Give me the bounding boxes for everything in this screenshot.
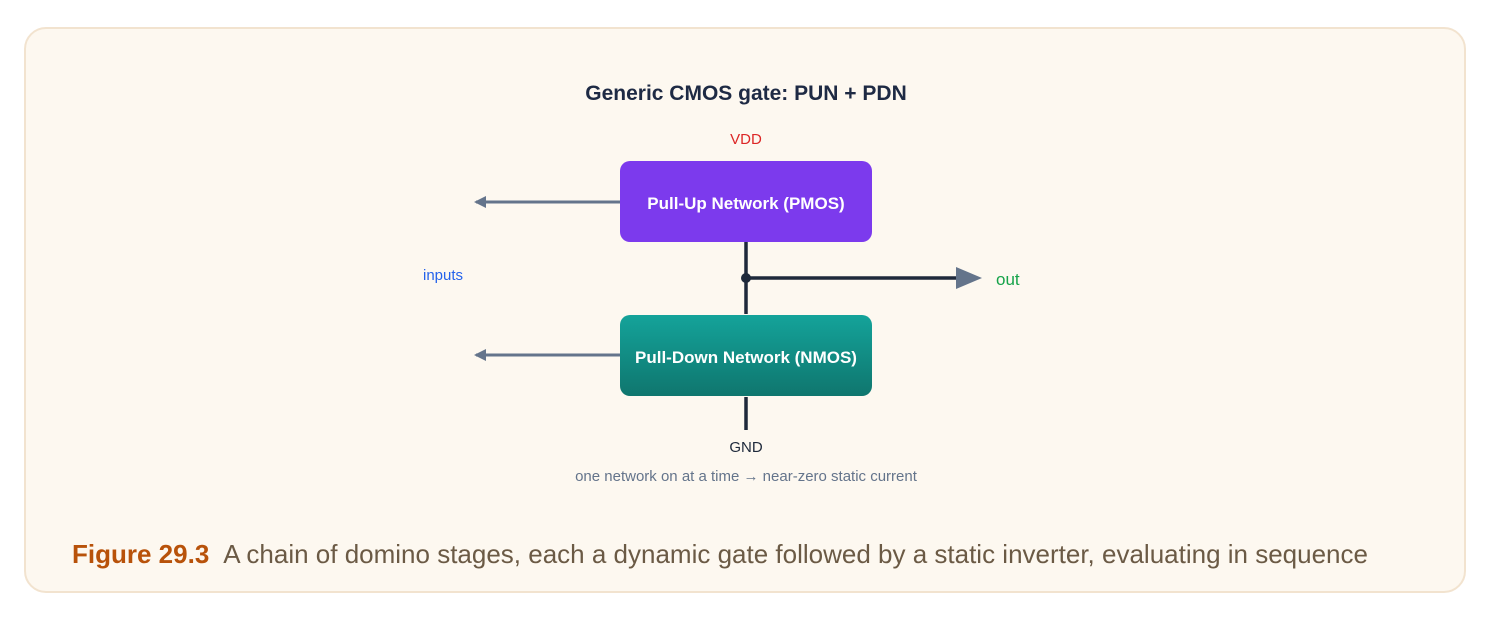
- figure-caption-text: A chain of domino stages, each a dynamic…: [223, 539, 1368, 569]
- figure-caption: Figure 29.3 A chain of domino stages, eac…: [72, 538, 1368, 570]
- pull-up-network-box: [620, 161, 872, 242]
- gnd-label: GND: [729, 439, 763, 456]
- pull-up-network-label: Pull-Up Network (PMOS): [647, 194, 844, 213]
- pull-down-network-label: Pull-Down Network (NMOS): [635, 348, 857, 367]
- diagram-title: Generic CMOS gate: PUN + PDN: [585, 82, 907, 105]
- vdd-label: VDD: [730, 131, 762, 148]
- out-label: out: [996, 270, 1020, 289]
- static-current-note: one network on at a time → near-zero sta…: [575, 468, 918, 485]
- inputs-label: inputs: [423, 267, 463, 284]
- output-arrowhead: [956, 267, 982, 289]
- figure-caption-label: Figure 29.3: [72, 539, 210, 569]
- pull-down-network-box: [620, 315, 872, 396]
